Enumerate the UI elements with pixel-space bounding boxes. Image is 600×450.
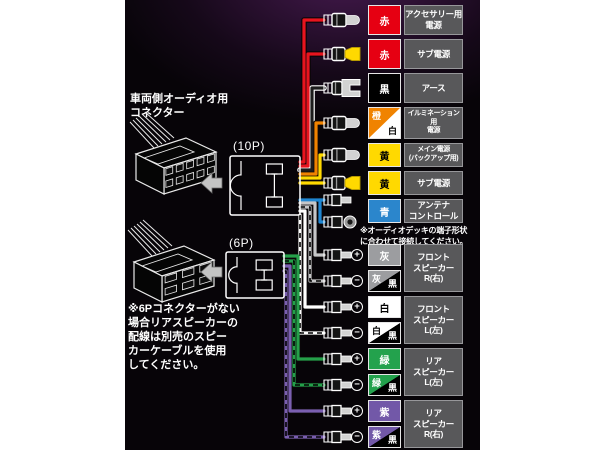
function-label: サブ電源 <box>404 171 463 195</box>
polarity-symbol: − <box>351 275 363 287</box>
polarity-symbol: − <box>351 379 363 391</box>
wire-color-swatch-gray-plus: 灰 <box>368 244 401 266</box>
polarity-symbol: + <box>351 405 363 417</box>
wire-color-swatch-green-plus: 緑 <box>368 348 401 370</box>
wire-color-swatch-white-black-minus: 白黒 <box>368 322 401 344</box>
wire-color-swatch-gray-black-minus: 灰黒 <box>368 270 401 292</box>
function-label: フロント スピーカー L(左) <box>404 296 463 344</box>
swatch-stripe-color-label: 白 <box>387 126 397 136</box>
vehicle-connector-art <box>127 219 216 303</box>
plug-6p-label: (6P) <box>229 236 254 250</box>
arrow-left-icon <box>200 261 223 283</box>
crimp-terminal-fork <box>323 79 361 97</box>
function-label: リア スピーカー R(右) <box>404 400 463 448</box>
function-label: アース <box>404 73 463 103</box>
wire-color-swatch-yellow-main: 黄 <box>368 143 401 167</box>
wire-color-swatch-red-sub: 赤 <box>368 39 401 69</box>
wire-color-swatch-green-black-minus: 緑黒 <box>368 374 401 396</box>
wire-color-swatch-blue-antenna: 青 <box>368 199 401 223</box>
function-label: メイン電源 (バックアップ用) <box>404 143 463 167</box>
arrow-left-icon <box>200 172 223 194</box>
crimp-terminal-round <box>323 215 357 229</box>
crimp-terminal-spade <box>323 193 352 207</box>
swatch-main-color-label: 白 <box>372 326 382 336</box>
polarity-symbol: + <box>351 249 363 261</box>
wire-color-swatch-black-ground: 黒 <box>368 73 401 103</box>
swatch-stripe-color-label: 黒 <box>387 279 397 289</box>
wire-color-swatch-purple-plus: 紫 <box>368 400 401 422</box>
wire-color-swatch-red-accessory: 赤 <box>368 5 401 35</box>
harness-plug <box>225 251 285 299</box>
plug-10p-label: (10P) <box>233 139 265 153</box>
function-label: アクセサリー用 電源 <box>404 5 463 35</box>
harness-plug <box>229 155 301 216</box>
crimp-terminal-spade <box>323 248 352 262</box>
wire-color-swatch-purple-black-minus: 紫黒 <box>368 426 401 448</box>
crimp-terminal-spade <box>323 326 352 340</box>
swatch-stripe-color-label: 黒 <box>387 435 397 445</box>
swatch-main-color-label: 緑 <box>372 378 382 388</box>
no-6p-connector-note: ※6Pコネクターがない 場合リアスピーカーの 配線は別売のスピー カーケーブルを… <box>128 303 240 371</box>
crimp-terminal-spade <box>323 352 352 366</box>
crimp-terminal-bullet <box>323 12 360 28</box>
crimp-terminal-yellowtip <box>323 175 361 191</box>
crimp-terminal-spade <box>323 378 352 392</box>
crimp-terminal-yellowtip <box>323 46 361 62</box>
swatch-stripe-color-label: 黒 <box>387 331 397 341</box>
polarity-symbol: + <box>351 353 363 365</box>
polarity-symbol: − <box>351 431 363 443</box>
crimp-terminal-bullet <box>323 115 360 131</box>
vehicle-connector-art <box>129 111 218 195</box>
function-label: アンテナ コントロール <box>404 199 463 223</box>
crimp-terminal-spade <box>323 430 352 444</box>
function-label: フロント スピーカー R(右) <box>404 244 463 292</box>
crimp-terminal-spade <box>323 300 352 314</box>
crimp-terminal-spade <box>323 274 352 288</box>
function-label: イルミネーション用 電源 <box>404 107 463 139</box>
function-label: リア スピーカー L(左) <box>404 348 463 396</box>
polarity-symbol: − <box>351 327 363 339</box>
crimp-terminal-bullet <box>323 147 360 163</box>
terminal-shape-note: ※オーディオデッキの端子形状 に合わせて接続してください。 <box>360 226 468 246</box>
swatch-main-color-label: 橙 <box>372 111 382 121</box>
crimp-terminal-spade <box>323 404 352 418</box>
wire-color-swatch-white-plus: 白 <box>368 296 401 318</box>
swatch-main-color-label: 灰 <box>372 274 382 284</box>
swatch-stripe-color-label: 黒 <box>387 383 397 393</box>
wire-color-swatch-yellow-sub: 黄 <box>368 171 401 195</box>
polarity-symbol: + <box>351 301 363 313</box>
function-label: サブ電源 <box>404 39 463 69</box>
vehicle-connector-title: 車両側オーディオ用 コネクター <box>130 93 229 120</box>
wire-color-swatch-orange-white-illumination: 橙白 <box>368 107 401 139</box>
swatch-main-color-label: 紫 <box>372 430 382 440</box>
